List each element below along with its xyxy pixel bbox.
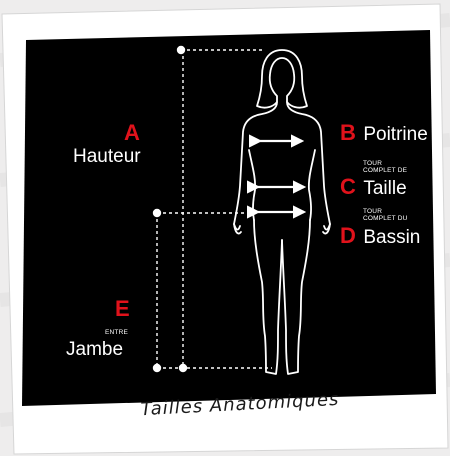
label-e-letter: E — [115, 298, 130, 320]
prefix-d-line2: COMPLET DU — [363, 215, 408, 222]
inseam-top-dot — [153, 209, 161, 217]
label-c-prefix: TOUR COMPLET DE — [363, 160, 407, 175]
measure-letter-b: B — [340, 120, 356, 145]
floor-dot-left — [153, 364, 161, 372]
label-a-letter: A — [124, 122, 140, 144]
measure-name-d: Bassin — [363, 227, 420, 248]
label-d: D Bassin — [340, 225, 420, 247]
measure-letter-d: D — [340, 223, 356, 248]
floor-dot-right — [179, 364, 187, 372]
measure-name-c: Taille — [363, 178, 406, 199]
measure-letter-a: A — [124, 120, 140, 145]
label-d-prefix: TOUR COMPLET DU — [363, 208, 408, 223]
label-c: C Taille — [340, 176, 407, 198]
measure-letter-c: C — [340, 174, 356, 199]
height-top-dot — [177, 46, 185, 54]
measure-name-b: Poitrine — [363, 124, 427, 145]
prefix-d-line1: TOUR — [363, 208, 408, 215]
prefix-c-line2: COMPLET DE — [363, 167, 407, 174]
label-e-name: Jambe — [66, 340, 123, 359]
label-b: B Poitrine — [340, 122, 428, 144]
label-e-prefix: ENTRE — [105, 329, 128, 336]
label-a-name: Hauteur — [73, 147, 141, 166]
measure-letter-e: E — [115, 296, 130, 321]
prefix-c-line1: TOUR — [363, 160, 407, 167]
